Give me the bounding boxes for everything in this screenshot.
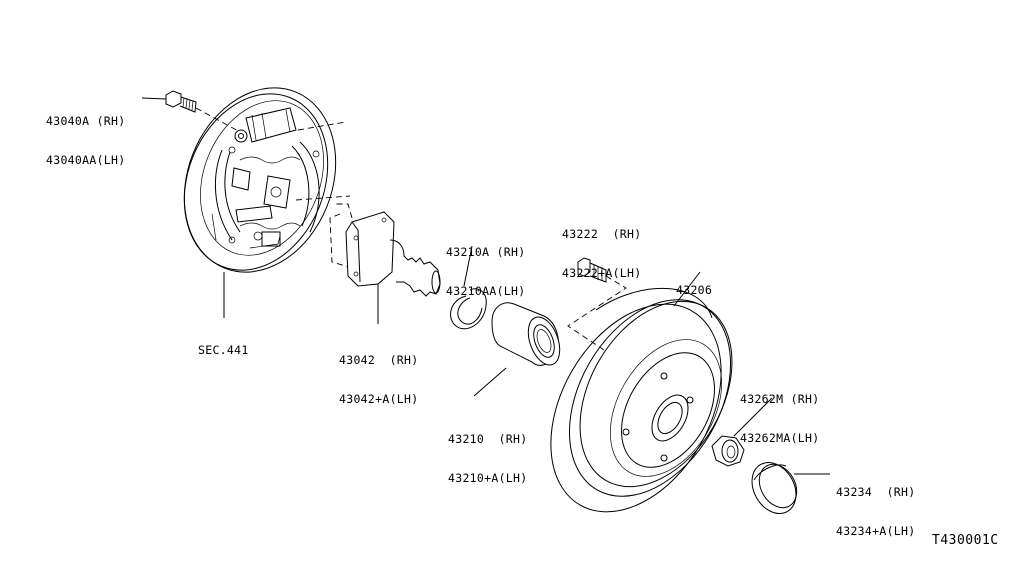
part-number-rh: 43262M (RH) — [740, 392, 820, 406]
hub-cap-graphic — [751, 462, 830, 514]
snap-ring-label: 43210A (RH) 43210AA(LH) — [446, 220, 525, 311]
brake-backing-plate-label: SEC.441 — [198, 318, 249, 370]
rear-axle-spindle-graphic — [295, 121, 441, 324]
part-number-lh: 43042+A(LH) — [339, 392, 419, 406]
backing-plate-bolt-graphic — [141, 90, 241, 133]
part-number: 43206 — [676, 283, 713, 297]
brake-backing-plate-graphic — [183, 87, 337, 318]
rear-axle-spindle-label: 43042 (RH) 43042+A(LH) — [339, 328, 418, 419]
part-number-rh: 43042 (RH) — [339, 353, 419, 367]
part-number-rh: 43210A (RH) — [446, 245, 526, 259]
brake-drum-graphic — [550, 271, 733, 513]
part-number-lh: 43210AA(LH) — [446, 284, 526, 298]
section-reference: SEC.441 — [198, 343, 249, 357]
backing-plate-bolt-label: 43040A (RH) 43040AA(LH) — [46, 89, 125, 180]
axle-nut-label: 43262M (RH) 43262MA(LH) — [740, 367, 819, 458]
wheel-bearing-graphic — [473, 302, 561, 397]
part-number-lh: 43210+A(LH) — [448, 471, 528, 485]
snap-ring-graphic — [450, 245, 487, 330]
part-number-rh: 43040A (RH) — [46, 114, 126, 128]
hub-bolt-graphic — [567, 257, 627, 351]
part-number-rh: 43234 (RH) — [836, 485, 916, 499]
hub-cap-label: 43234 (RH) 43234+A(LH) — [836, 460, 915, 551]
part-number-rh: 43210 (RH) — [448, 432, 528, 446]
part-number-lh: 43222+A(LH) — [562, 266, 642, 280]
diagram-code: T430001C — [932, 533, 999, 548]
part-number-rh: 43222 (RH) — [562, 227, 642, 241]
axle-nut-graphic — [711, 397, 773, 467]
part-number-lh: 43234+A(LH) — [836, 524, 916, 538]
hub-bolt-label: 43222 (RH) 43222+A(LH) — [562, 202, 641, 293]
brake-drum-label: 43206 — [676, 258, 712, 310]
wheel-bearing-label: 43210 (RH) 43210+A(LH) — [448, 407, 527, 498]
part-number-lh: 43040AA(LH) — [46, 153, 126, 167]
part-number-lh: 43262MA(LH) — [740, 431, 820, 445]
